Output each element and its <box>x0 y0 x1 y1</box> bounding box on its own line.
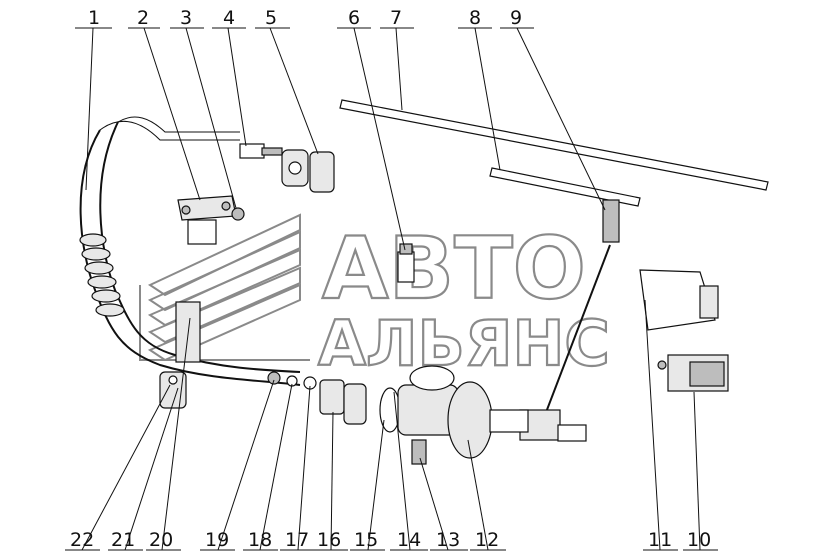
callout-4: 4 <box>223 7 235 29</box>
part-sensor-6 <box>397 243 415 283</box>
callout-16: 16 <box>317 529 341 551</box>
part-solenoid-10 <box>657 354 729 392</box>
callout-1: 1 <box>88 7 100 29</box>
callout-13: 13 <box>436 529 460 551</box>
callout-12: 12 <box>475 529 499 551</box>
part-hose-corrugation <box>79 233 125 317</box>
part-fitting-4 <box>239 143 283 159</box>
part-valve-body-14 <box>397 365 459 436</box>
part-clamp-22 <box>159 371 187 409</box>
callout-14: 14 <box>397 529 421 551</box>
callout-10: 10 <box>687 529 711 551</box>
callout-11: 11 <box>648 529 672 551</box>
callout-20: 20 <box>149 529 173 551</box>
part-bolt-13 <box>411 439 427 465</box>
callout-7: 7 <box>390 7 402 29</box>
callout-17: 17 <box>285 529 309 551</box>
callout-18: 18 <box>248 529 272 551</box>
callout-5: 5 <box>265 7 277 29</box>
watermark-line2: АЛЬЯНС <box>318 307 610 380</box>
part-valve-5 <box>281 149 335 193</box>
part-module-11 <box>639 269 719 331</box>
leader-lines-bottom <box>65 299 718 551</box>
part-rod-7 <box>339 99 769 191</box>
part-bolt-3 <box>231 207 245 221</box>
watermark-emblem <box>139 213 310 362</box>
part-cable-9 <box>519 199 620 442</box>
leader-lines-top <box>75 27 606 251</box>
part-spacer-16 <box>319 379 367 425</box>
callouts-bottom: 22 21 20 19 18 17 16 15 14 13 12 11 10 <box>70 529 711 551</box>
callout-19: 19 <box>205 529 229 551</box>
callout-3: 3 <box>180 7 192 29</box>
callout-9: 9 <box>510 7 522 29</box>
callout-8: 8 <box>469 7 481 29</box>
part-hose <box>79 116 301 386</box>
callout-22: 22 <box>70 529 94 551</box>
callout-21: 21 <box>111 529 135 551</box>
callouts-top: 1 2 3 4 5 6 7 8 9 <box>88 7 522 29</box>
part-housing-12 <box>447 381 529 459</box>
part-sensor-2 <box>177 195 237 245</box>
callout-2: 2 <box>137 7 149 29</box>
part-nut-19 <box>267 371 281 385</box>
part-rod-8 <box>489 167 641 207</box>
part-bracket-20 <box>175 301 201 363</box>
callout-6: 6 <box>348 7 360 29</box>
callout-15: 15 <box>354 529 378 551</box>
watermark-line1: АВТО <box>322 219 586 319</box>
